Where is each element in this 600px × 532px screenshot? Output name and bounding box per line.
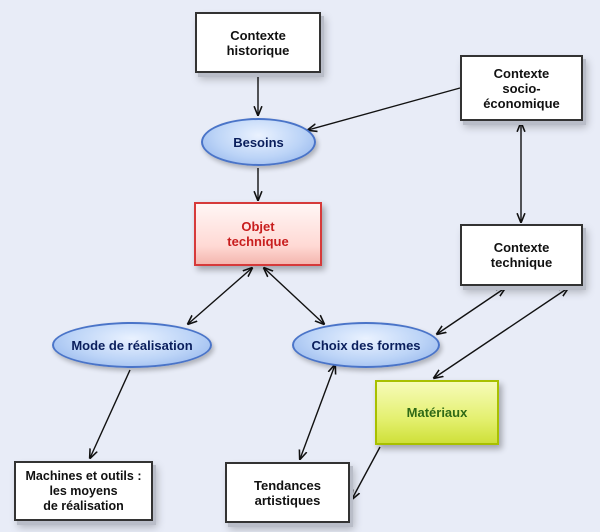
arrow-mode-machines — [90, 369, 131, 458]
arrow-choix-tendances — [300, 365, 335, 459]
node-mode-de-realisation: Mode de réalisation — [52, 322, 212, 368]
node-besoins: Besoins — [201, 118, 316, 166]
arrow-socio-besoins — [308, 87, 461, 130]
node-tendances-artistiques: Tendances artistiques — [225, 462, 350, 523]
node-contexte-technique: Contexte technique — [460, 224, 583, 286]
node-materiaux: Matériaux — [375, 380, 499, 445]
node-choix-des-formes: Choix des formes — [292, 322, 440, 368]
node-objet-technique: Objet technique — [194, 202, 322, 266]
arrow-technique-choix — [437, 288, 505, 334]
arrow-objet-mode — [188, 268, 252, 324]
arrow-materiaux-tendances — [352, 446, 381, 499]
node-contexte-socio-economique: Contexte socio- économique — [460, 55, 583, 121]
arrow-technique-materiaux — [434, 288, 568, 378]
arrow-objet-choix — [264, 268, 324, 324]
node-machines-et-outils: Machines et outils : les moyens de réali… — [14, 461, 153, 521]
node-contexte-historique: Contexte historique — [195, 12, 321, 73]
